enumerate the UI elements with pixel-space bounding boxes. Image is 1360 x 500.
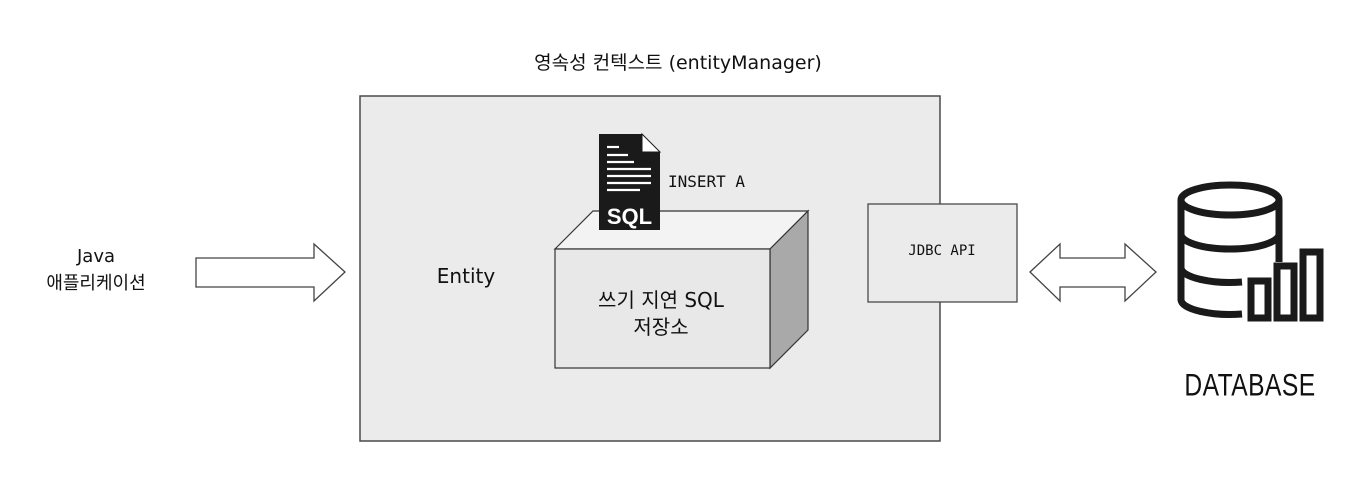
sql-store-box [554, 248, 771, 369]
database-icon [1177, 181, 1324, 322]
jdbc-api-label: JDBC API [908, 243, 975, 259]
sql-badge: SQL [607, 204, 652, 229]
sql-statement: INSERT A [668, 172, 745, 191]
diagram-title: 영속성 컨텍스트 (entityManager) [534, 52, 822, 74]
sql-file-icon: SQL [599, 132, 662, 230]
sql-store-sublabel: 저장소 [633, 315, 688, 339]
arrow-right-icon [195, 242, 346, 303]
java-app-sublabel: 애플리케이션 [46, 273, 145, 294]
sql-store-label: 쓰기 지연 SQL [598, 288, 725, 312]
database-label: DATABASE [1184, 366, 1315, 402]
sql-store-top-face [553, 210, 810, 250]
double-arrow-icon [1029, 242, 1157, 303]
jdbc-api-box [867, 203, 1018, 303]
entity-label: Entity [437, 264, 496, 288]
java-app-label: Java [76, 246, 115, 267]
